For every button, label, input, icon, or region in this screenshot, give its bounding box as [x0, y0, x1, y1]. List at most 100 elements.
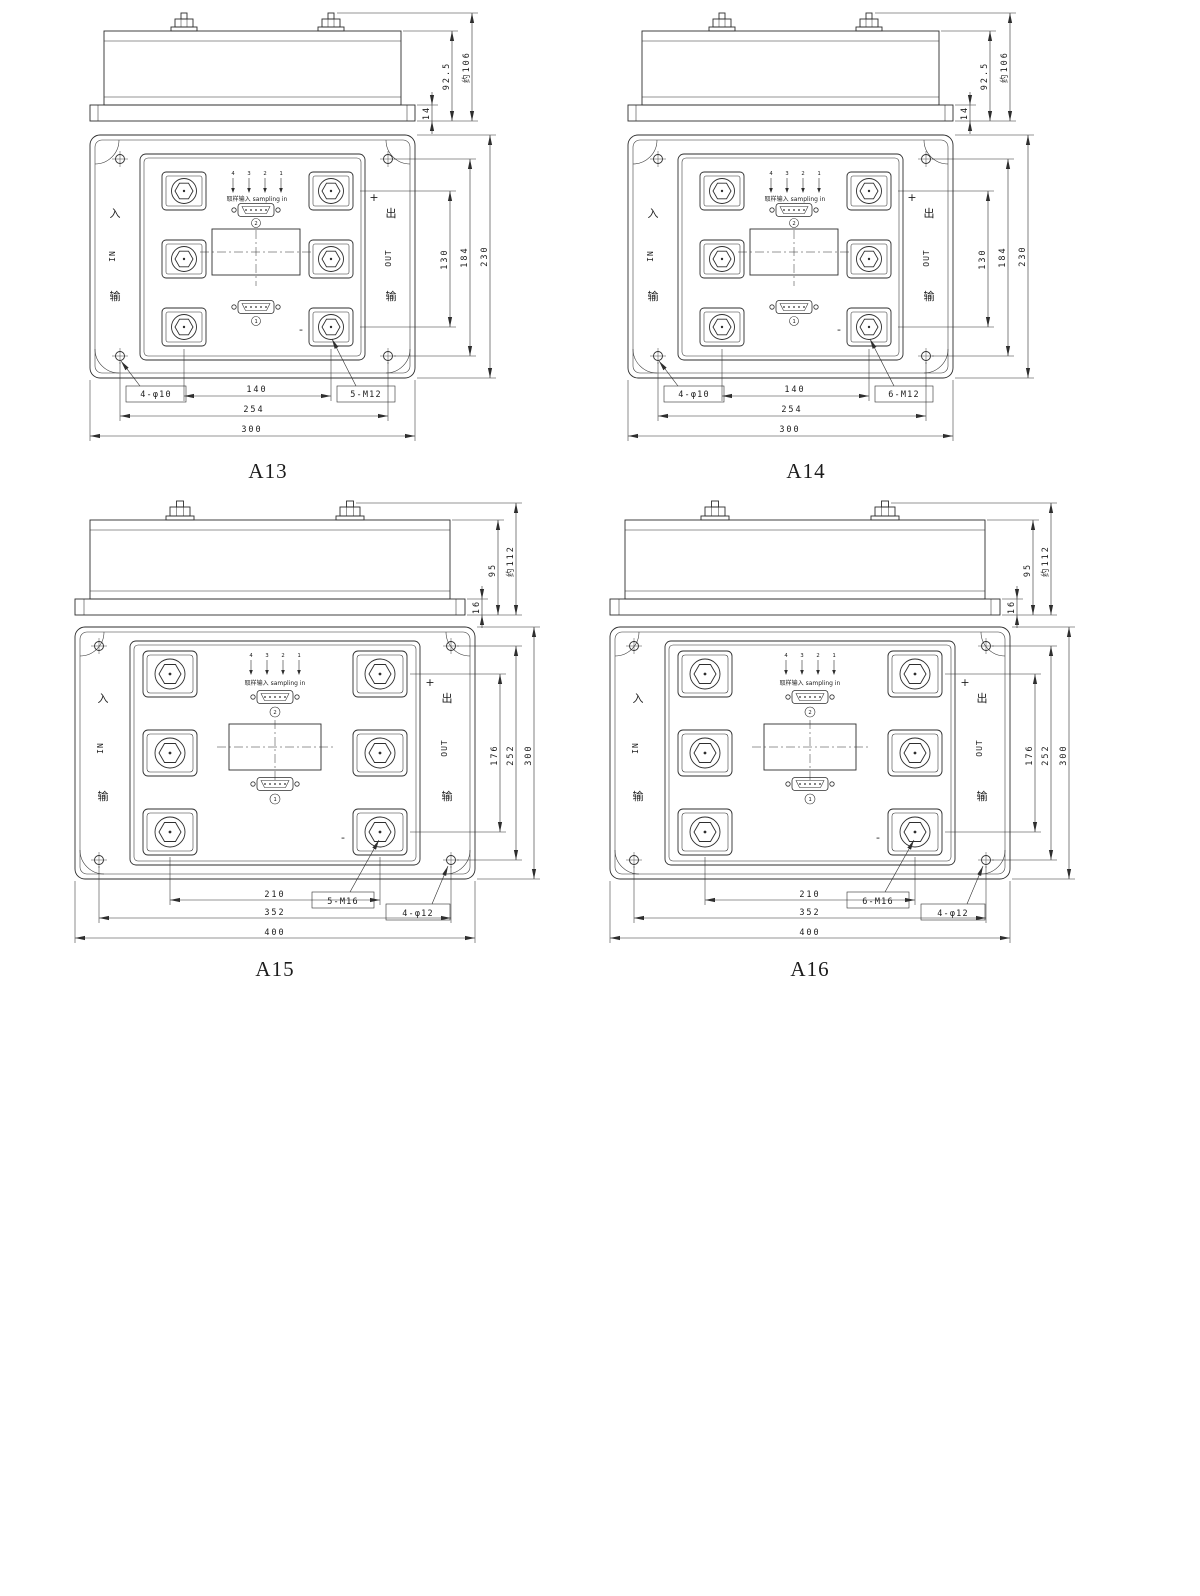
marker-2: 2 — [273, 710, 276, 716]
label-in-cn-bottom: 输 — [98, 789, 109, 803]
dim-side-body: 92.5 — [980, 62, 990, 90]
pin-number: 1 — [297, 653, 300, 659]
label-out-cn-top: 出 — [442, 691, 453, 705]
module-outline — [75, 501, 540, 943]
label-out-cn-top: 出 — [924, 206, 935, 220]
pin-number: 2 — [816, 653, 819, 659]
label-out-cn-bottom: 输 — [924, 289, 935, 303]
dim-plan-rows: 176 — [1025, 744, 1035, 765]
polarity-plus: + — [960, 676, 969, 689]
dim-plan-holes-h: 254 — [781, 405, 802, 415]
pin-number: 1 — [832, 653, 835, 659]
label-in: IN — [108, 250, 117, 262]
label-in-cn-bottom: 输 — [648, 289, 659, 303]
label-sampling-in: 取样输入 sampling in — [765, 195, 826, 203]
callout-terminal-studs: 5-M16 — [327, 897, 359, 907]
label-in-cn-top: 入 — [648, 207, 659, 220]
label-in-cn-top: 入 — [110, 207, 121, 220]
dim-plan-height: 300 — [1059, 744, 1069, 765]
panel-title: A13 — [248, 459, 287, 483]
dim-plan-holes-v: 184 — [998, 246, 1008, 267]
dim-side-body: 92.5 — [442, 62, 452, 90]
polarity-plus: + — [369, 191, 378, 204]
callout-terminal-studs: 6-M12 — [888, 390, 920, 400]
polarity-minus: - — [299, 323, 303, 336]
marker-1: 1 — [254, 319, 257, 325]
dim-side-plate: 14 — [422, 106, 432, 120]
callout-mounting-holes: 4-φ12 — [937, 909, 969, 919]
label-in: IN — [96, 742, 105, 754]
pin-number: 4 — [231, 171, 235, 177]
panel-a14: 14 92.5 约106 130 184 230 140 254 300 4-φ… — [598, 4, 1138, 483]
dim-side-plate: 16 — [1007, 600, 1017, 614]
dim-plan-height: 230 — [1018, 245, 1028, 266]
pin-number: 1 — [279, 171, 282, 177]
dim-side-plate: 16 — [472, 600, 482, 614]
dim-plan-cols: 210 — [799, 890, 820, 900]
panel-title: A14 — [786, 459, 825, 483]
dim-side-total: 约112 — [505, 545, 516, 577]
dim-side-plate: 14 — [960, 106, 970, 120]
label-out-cn-bottom: 输 — [442, 789, 453, 803]
label-sampling-in: 取样输入 sampling in — [780, 679, 841, 687]
dim-plan-width: 300 — [241, 425, 262, 435]
marker-1: 1 — [792, 319, 795, 325]
panel-a13: 14 92.5 约106 130 184 230 140 254 300 4-φ… — [60, 4, 600, 483]
label-out-cn-top: 出 — [977, 691, 988, 705]
pin-number: 3 — [265, 653, 268, 659]
dim-plan-rows: 130 — [978, 248, 988, 269]
callout-mounting-holes: 4-φ12 — [402, 909, 434, 919]
label-out: OUT — [384, 249, 393, 266]
module-outline — [90, 13, 496, 441]
callout-terminal-studs: 5-M12 — [350, 390, 382, 400]
dim-plan-rows: 130 — [440, 248, 450, 269]
marker-1: 1 — [273, 797, 276, 803]
label-in: IN — [631, 742, 640, 754]
dim-plan-width: 400 — [264, 928, 285, 938]
polarity-minus: - — [837, 323, 841, 336]
panel-title: A15 — [255, 957, 294, 981]
pin-number: 2 — [281, 653, 284, 659]
polarity-plus: + — [907, 191, 916, 204]
label-in-cn-top: 入 — [98, 692, 109, 705]
pin-number: 4 — [784, 653, 788, 659]
panel-a16: 16 95 约112 176 252 300 210 352 400 6-M16… — [575, 494, 1135, 981]
pin-number: 3 — [800, 653, 803, 659]
label-out: OUT — [975, 739, 984, 756]
dim-side-total: 约106 — [461, 51, 472, 83]
label-out-cn-bottom: 输 — [386, 289, 397, 303]
label-sampling-in: 取样输入 sampling in — [245, 679, 306, 687]
dim-side-total: 约106 — [999, 51, 1010, 83]
label-in-cn-top: 入 — [633, 692, 644, 705]
callout-mounting-holes: 4-φ10 — [678, 390, 710, 400]
dim-side-body: 95 — [1023, 563, 1033, 577]
dim-plan-holes-v: 252 — [506, 744, 516, 765]
callout-mounting-holes: 4-φ10 — [140, 390, 172, 400]
dim-side-total: 约112 — [1040, 545, 1051, 577]
label-out-cn-bottom: 输 — [977, 789, 988, 803]
label-in-cn-bottom: 输 — [110, 289, 121, 303]
module-outline — [628, 13, 1034, 441]
pin-number: 2 — [801, 171, 804, 177]
dim-plan-holes-h: 352 — [264, 908, 285, 918]
pin-number: 3 — [247, 171, 250, 177]
marker-2: 2 — [808, 710, 811, 716]
panel-a15: 16 95 约112 176 252 300 210 352 400 5-M16… — [40, 494, 600, 981]
label-out-cn-top: 出 — [386, 206, 397, 220]
marker-1: 1 — [808, 797, 811, 803]
marker-2: 2 — [254, 221, 257, 227]
dim-plan-cols: 210 — [264, 890, 285, 900]
polarity-plus: + — [425, 676, 434, 689]
dim-plan-cols: 140 — [784, 385, 805, 395]
pin-number: 4 — [249, 653, 253, 659]
dim-plan-cols: 140 — [246, 385, 267, 395]
dim-plan-holes-v: 184 — [460, 246, 470, 267]
dim-plan-holes-h: 254 — [243, 405, 264, 415]
dim-plan-height: 300 — [524, 744, 534, 765]
dim-plan-holes-h: 352 — [799, 908, 820, 918]
label-out: OUT — [440, 739, 449, 756]
marker-2: 2 — [792, 221, 795, 227]
label-in: IN — [646, 250, 655, 262]
label-sampling-in: 取样输入 sampling in — [227, 195, 288, 203]
